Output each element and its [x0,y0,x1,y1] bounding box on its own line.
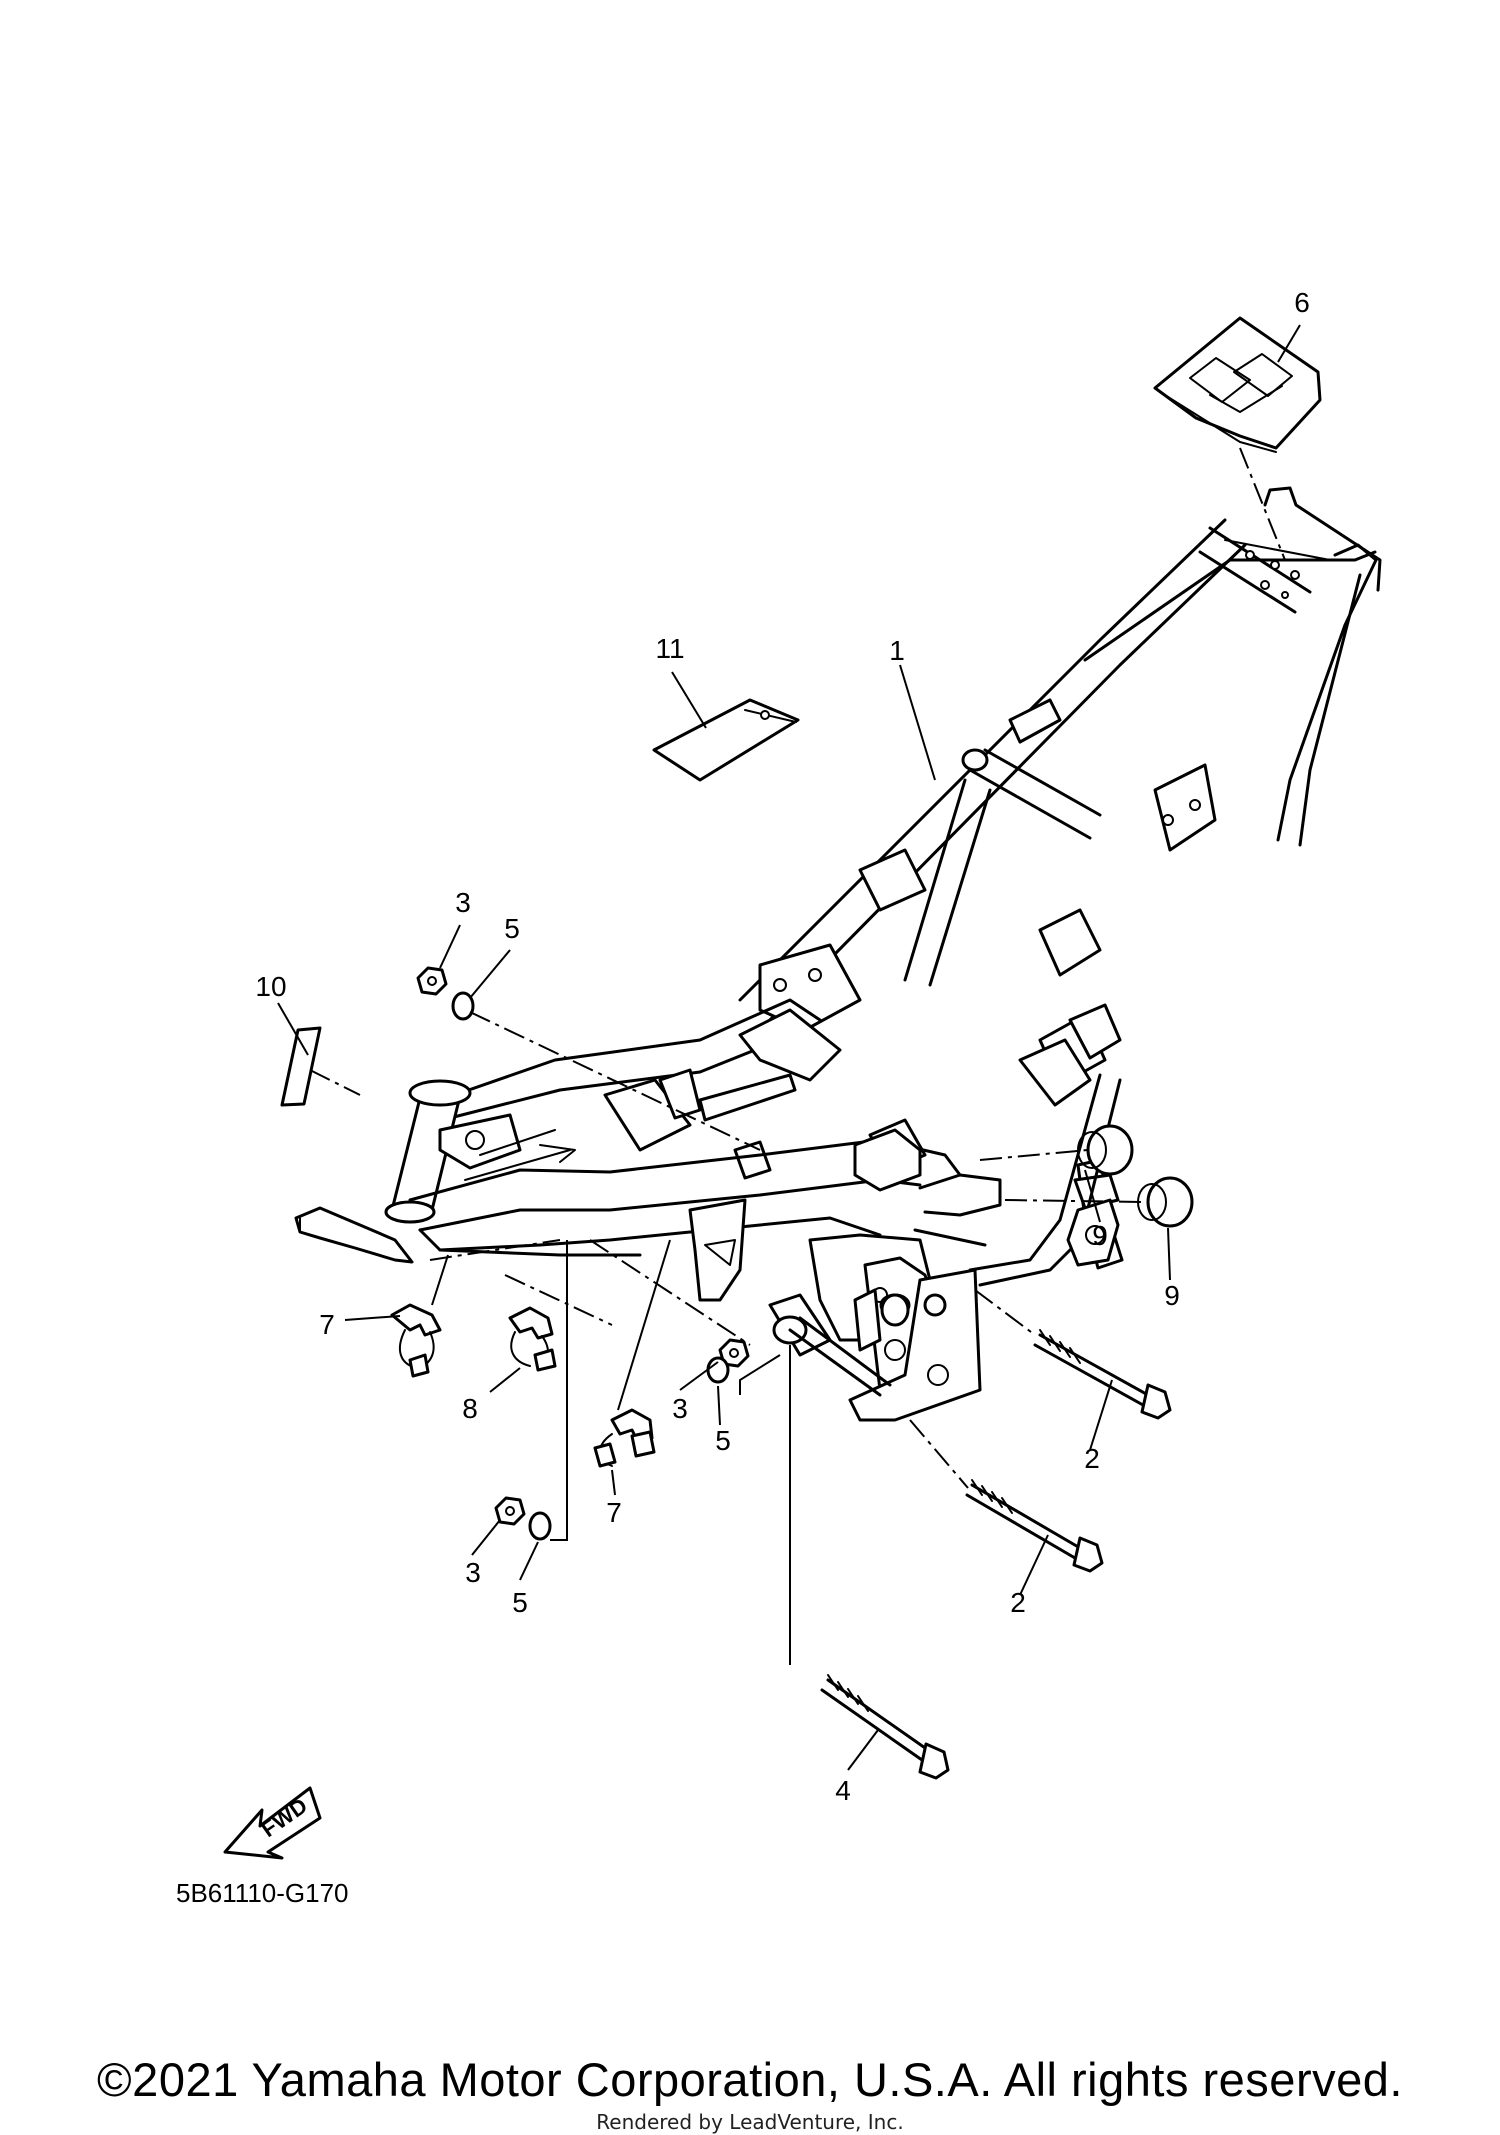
callout-3-upper: 3 [455,887,471,918]
clamp-part-lower [593,1408,656,1468]
leader-11 [671,671,707,729]
leader-8 [489,1367,521,1393]
bolt-part-bottom [820,1674,950,1780]
callout-11: 11 [655,633,684,664]
fwd-arrow-icon: FWD [223,1786,322,1860]
leader-5-lower [519,1541,539,1581]
washer-bracket-middle [739,1354,781,1395]
callout-4: 4 [835,1775,851,1806]
bushing-part-upper [1077,1124,1134,1176]
bushing-alignment-lower [1004,1199,1146,1203]
callout-7-lower: 7 [606,1497,622,1528]
leader-2-upper [1089,1379,1113,1451]
rendered-by-notice: Rendered by LeadVenture, Inc. [596,2110,904,2134]
bushing-part-lower [1137,1176,1194,1228]
callout-7-left: 7 [319,1309,335,1340]
clamp-alignment-center [504,1274,613,1326]
callout-6: 6 [1294,287,1310,318]
nut-alignment-upper [469,1011,761,1151]
label-part [652,698,800,782]
leader-1 [899,664,936,781]
bushing-alignment-upper [979,1149,1089,1161]
leader-9-lower [1167,1227,1171,1281]
callout-2-upper: 2 [1084,1443,1100,1474]
bolt-part-upper [1033,1329,1172,1420]
leader-7-lower-up [617,1239,671,1411]
callout-2-lower: 2 [1010,1587,1026,1618]
leader-3-upper [439,924,461,969]
leader-2-lower [1019,1534,1049,1596]
leader-7-left-frame [431,1254,449,1306]
bolt-alignment-lower [909,1419,969,1489]
callout-1: 1 [889,635,905,666]
callout-5-middle: 5 [715,1425,731,1456]
rear-guard-plate-part [1153,316,1322,453]
callout-3-middle: 3 [672,1393,688,1424]
callout-9-lower: 9 [1164,1280,1180,1311]
callout-10: 10 [255,971,286,1002]
bolt-part-lower [965,1479,1104,1573]
bolt-alignment-upper [974,1289,1036,1336]
guard-alignment-line [1239,447,1286,561]
callout-5-lower: 5 [512,1587,528,1618]
callout-9-upper: 9 [1092,1220,1108,1251]
leader-7-left [344,1315,401,1321]
head-tube-label-alignment [309,1069,361,1096]
washer-part-lower [528,1511,552,1541]
copyright-notice: ©2021 Yamaha Motor Corporation, U.S.A. A… [97,2053,1403,2106]
washer-part-upper [451,991,475,1021]
callout-3-lower: 3 [465,1557,481,1588]
callout-5-upper: 5 [504,913,520,944]
head-tube-label-part [280,1026,322,1107]
nut-part-lower [494,1496,526,1526]
leader-4 [847,1729,879,1771]
washer-bracket-lower [550,1240,568,1541]
washer-part-middle [706,1356,730,1384]
clamp-part-left [390,1303,442,1378]
nut-alignment-middle [589,1239,751,1346]
clamp-part-center [508,1306,557,1372]
main-frame-part [294,486,1382,1422]
callout-8: 8 [462,1393,478,1424]
clamp-alignment-left [429,1239,561,1261]
diagram-code: 5B61110-G170 [176,1878,349,1908]
leader-10 [277,1002,309,1056]
leader-6 [1277,324,1301,363]
leader-5-middle [717,1385,721,1426]
nut-part-upper [416,966,448,996]
leader-5-upper [469,949,511,999]
leader-7-lower [611,1469,616,1496]
leader-3-middle [679,1361,719,1391]
leader-9-upper [1084,1169,1101,1223]
leader-3-lower [471,1519,501,1556]
